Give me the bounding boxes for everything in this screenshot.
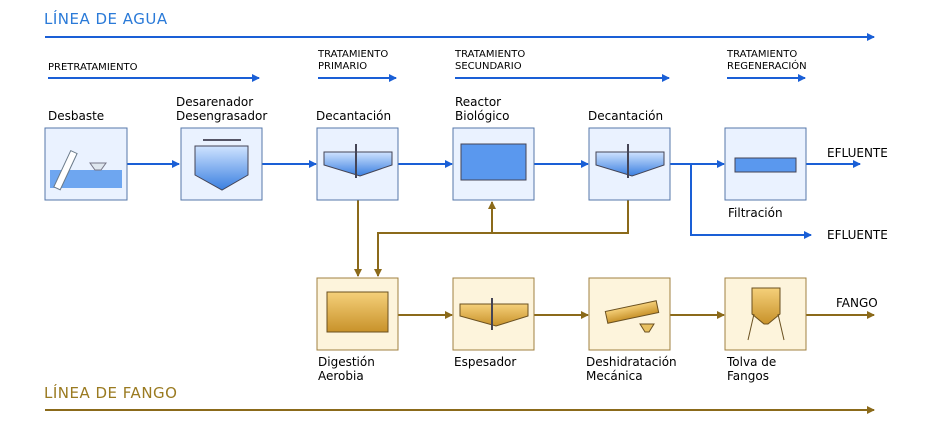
unit-label-espesador: Espesador <box>454 355 517 369</box>
unit-label-desarenador: Desarenador Desengrasador <box>176 95 268 123</box>
unit-espesador <box>452 277 535 351</box>
unit-desbaste <box>44 127 128 201</box>
unit-label-filtracion: Filtración <box>728 206 783 220</box>
unit-label-decantacion2: Decantación <box>588 109 664 123</box>
unit-deshidratacion <box>588 277 671 351</box>
unit-label-decantacion1: Decantación <box>316 109 392 123</box>
unit-label-desbaste: Desbaste <box>48 109 105 123</box>
unit-decantacion1 <box>316 127 399 201</box>
water-line-title: LÍNEA DE AGUA <box>44 10 168 28</box>
output-label-efluente: EFLUENTE <box>827 146 888 160</box>
unit-tolva <box>724 277 807 351</box>
stage-label-regeneracion: TRATAMIENTO REGENERACIÓN <box>727 49 807 72</box>
unit-label-deshidratacion: Deshidratación Mecánica <box>586 355 677 383</box>
unit-label-reactor: Reactor Biológico <box>455 95 510 123</box>
flow-arrow-bypass <box>690 164 812 239</box>
unit-reactor <box>452 127 535 201</box>
stage-label-primario: TRATAMIENTO PRIMARIO <box>318 49 389 72</box>
unit-label-tolva: Tolva de Fangos <box>727 355 777 383</box>
output-label-efluente-bypass: EFLUENTE <box>827 228 888 242</box>
sludge-line-title: LÍNEA DE FANGO <box>44 384 178 402</box>
unit-digestion <box>316 277 399 351</box>
unit-filtracion <box>724 127 807 201</box>
unit-decantacion2 <box>588 127 671 201</box>
output-label-fango: FANGO <box>836 296 878 310</box>
unit-desarenador <box>180 127 263 201</box>
unit-label-digestion: Digestión Aerobia <box>318 355 375 383</box>
stage-label-secundario: TRATAMIENTO SECUNDARIO <box>455 49 526 72</box>
stage-label-pretratamiento: PRETRATAMIENTO <box>48 62 138 73</box>
flow-arrow-sludge-return <box>374 200 629 277</box>
